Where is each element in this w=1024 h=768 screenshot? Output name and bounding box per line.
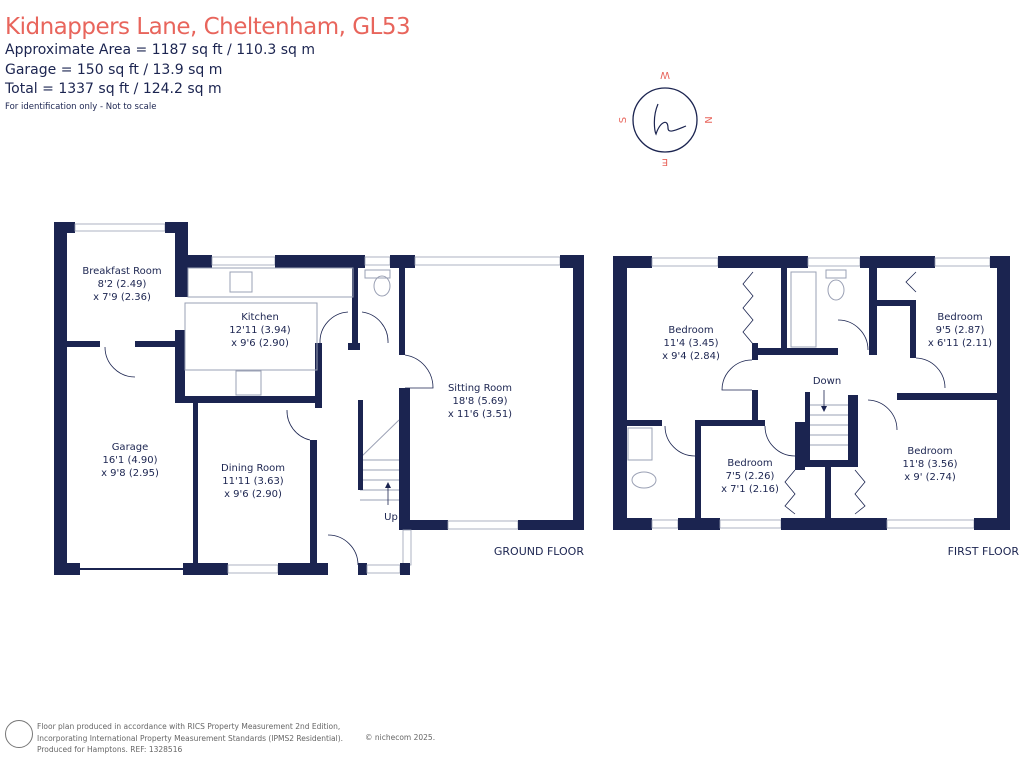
footer-line-3: Produced for Hamptons. REF: 1328516 [37, 745, 183, 754]
stairs-down-label: Down [813, 376, 841, 387]
logo-h-icon [653, 103, 687, 136]
room-dining-room: Dining Room 11'11 (3.63) x 9'6 (2.90) [221, 463, 285, 500]
compass-w: W [660, 69, 670, 80]
first-floor-label: FIRST FLOOR [948, 545, 1020, 558]
svg-text:8'2 (2.49): 8'2 (2.49) [98, 279, 147, 290]
approximate-area: Approximate Area = 1187 sq ft / 110.3 sq… [5, 42, 316, 58]
svg-text:Breakfast Room: Breakfast Room [82, 266, 161, 277]
svg-text:x 9' (2.74): x 9' (2.74) [904, 472, 956, 483]
ground-floor-plan: Up [54, 222, 584, 575]
stairs-up-label: Up [384, 512, 398, 523]
svg-text:x 6'11 (2.11): x 6'11 (2.11) [928, 338, 992, 349]
svg-text:12'11 (3.94): 12'11 (3.94) [229, 325, 291, 336]
svg-text:Sitting Room: Sitting Room [448, 383, 512, 394]
person-icon [5, 720, 33, 748]
room-sitting-room: Sitting Room 18'8 (5.69) x 11'6 (3.51) [448, 383, 512, 420]
room-bedroom-2: Bedroom 9'5 (2.87) x 6'11 (2.11) [928, 312, 992, 349]
room-breakfast-room: Breakfast Room 8'2 (2.49) x 7'9 (2.36) [82, 266, 161, 303]
property-title: Kidnappers Lane, Cheltenham, GL53 [5, 14, 411, 40]
compass-n: N [702, 116, 713, 123]
first-floor-plan: Down [613, 256, 1010, 530]
svg-text:18'8 (5.69): 18'8 (5.69) [452, 396, 507, 407]
svg-text:11'8 (3.56): 11'8 (3.56) [902, 459, 957, 470]
compass: W N S E [618, 69, 713, 167]
copyright: © nichecom 2025. [365, 733, 436, 742]
svg-text:11'4 (3.45): 11'4 (3.45) [663, 338, 718, 349]
compass-s: S [618, 117, 629, 123]
total-area: Total = 1337 sq ft / 124.2 sq m [5, 81, 222, 97]
room-garage: Garage 16'1 (4.90) x 9'8 (2.95) [101, 442, 159, 479]
room-kitchen: Kitchen 12'11 (3.94) x 9'6 (2.90) [229, 312, 291, 349]
svg-text:x 9'6 (2.90): x 9'6 (2.90) [224, 489, 282, 500]
svg-text:7'5 (2.26): 7'5 (2.26) [726, 471, 775, 482]
svg-text:11'11 (3.63): 11'11 (3.63) [222, 476, 284, 487]
footer-line-1: Floor plan produced in accordance with R… [37, 722, 341, 731]
footer-notes: Floor plan produced in accordance with R… [37, 721, 343, 756]
svg-text:Bedroom: Bedroom [907, 446, 952, 457]
svg-text:x 11'6 (3.51): x 11'6 (3.51) [448, 409, 512, 420]
svg-text:9'5 (2.87): 9'5 (2.87) [936, 325, 985, 336]
svg-text:x 7'1 (2.16): x 7'1 (2.16) [721, 484, 779, 495]
room-bedroom-4: Bedroom 11'8 (3.56) x 9' (2.74) [902, 446, 957, 483]
svg-text:Dining Room: Dining Room [221, 463, 285, 474]
room-bedroom-1: Bedroom 11'4 (3.45) x 9'4 (2.84) [662, 325, 720, 362]
svg-text:Kitchen: Kitchen [241, 312, 279, 323]
svg-text:x 9'4 (2.84): x 9'4 (2.84) [662, 351, 720, 362]
footer-line-2: Incorporating International Property Mea… [37, 733, 344, 743]
compass-ring [632, 87, 698, 153]
ground-floor-label: GROUND FLOOR [494, 545, 584, 558]
svg-text:Garage: Garage [112, 442, 149, 453]
svg-text:Bedroom: Bedroom [937, 312, 982, 323]
garage-area: Garage = 150 sq ft / 13.9 sq m [5, 62, 223, 78]
svg-text:x 7'9 (2.36): x 7'9 (2.36) [93, 292, 151, 303]
svg-text:16'1 (4.90): 16'1 (4.90) [102, 455, 157, 466]
svg-text:Bedroom: Bedroom [727, 458, 772, 469]
svg-text:x 9'6 (2.90): x 9'6 (2.90) [231, 338, 289, 349]
room-bedroom-3: Bedroom 7'5 (2.26) x 7'1 (2.16) [721, 458, 779, 495]
scale-note: For identification only - Not to scale [5, 102, 157, 112]
compass-e: E [662, 156, 668, 167]
svg-text:Bedroom: Bedroom [668, 325, 713, 336]
svg-text:x 9'8 (2.95): x 9'8 (2.95) [101, 468, 159, 479]
